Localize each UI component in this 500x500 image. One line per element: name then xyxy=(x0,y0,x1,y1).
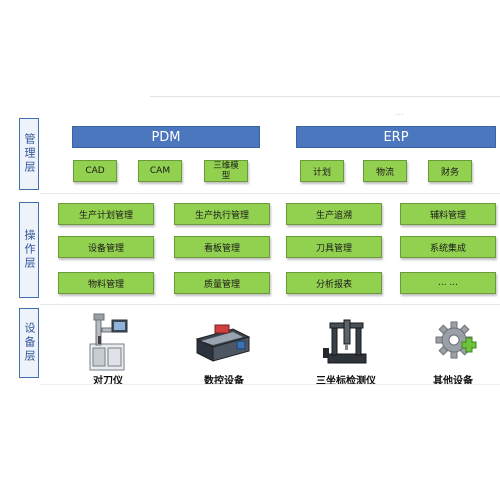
divider xyxy=(40,193,500,194)
divider xyxy=(40,384,500,385)
layer-label-equipment: 设备层 xyxy=(19,308,39,378)
module-plan: 计划 xyxy=(300,160,344,182)
module-3d-model: 三维模型 xyxy=(204,160,248,182)
module-system-integration: 系统集成 xyxy=(400,236,496,258)
module-cad: CAD xyxy=(73,160,117,182)
cnc-machine-icon xyxy=(193,319,253,365)
module-logistics: 物流 xyxy=(363,160,407,182)
header-note: ... xyxy=(396,110,405,117)
module-production-plan: 生产计划管理 xyxy=(58,203,154,225)
module-more: ... ... xyxy=(400,272,496,294)
module-kanban: 看板管理 xyxy=(174,236,270,258)
cmm-icon xyxy=(320,318,372,366)
erp-band: ERP xyxy=(296,126,496,148)
top-line xyxy=(150,96,500,97)
caption-cmm: 三坐标检测仪 xyxy=(316,376,376,387)
module-cam: CAM xyxy=(138,160,182,182)
pdm-band: PDM xyxy=(72,126,260,148)
caption-cnc-machine: 数控设备 xyxy=(204,376,244,387)
module-production-execution: 生产执行管理 xyxy=(174,203,270,225)
module-analysis-report: 分析报表 xyxy=(286,272,382,294)
caption-other-equipment: 其他设备 xyxy=(433,376,473,387)
module-tool-management: 刀具管理 xyxy=(286,236,382,258)
divider xyxy=(40,304,500,305)
module-finance: 财务 xyxy=(428,160,472,182)
caption-tool-presetter: 对刀仪 xyxy=(93,376,123,387)
module-equipment-management: 设备管理 xyxy=(58,236,154,258)
module-production-trace: 生产追溯 xyxy=(286,203,382,225)
gear-plus-icon xyxy=(434,318,478,364)
module-quality-management: 质量管理 xyxy=(174,272,270,294)
module-material-management: 物料管理 xyxy=(58,272,154,294)
tool-presetter-icon xyxy=(84,310,132,372)
layer-label-management: 管理层 xyxy=(19,118,39,190)
layer-label-operation: 操作层 xyxy=(19,202,39,298)
module-auxiliary-material: 辅料管理 xyxy=(400,203,496,225)
